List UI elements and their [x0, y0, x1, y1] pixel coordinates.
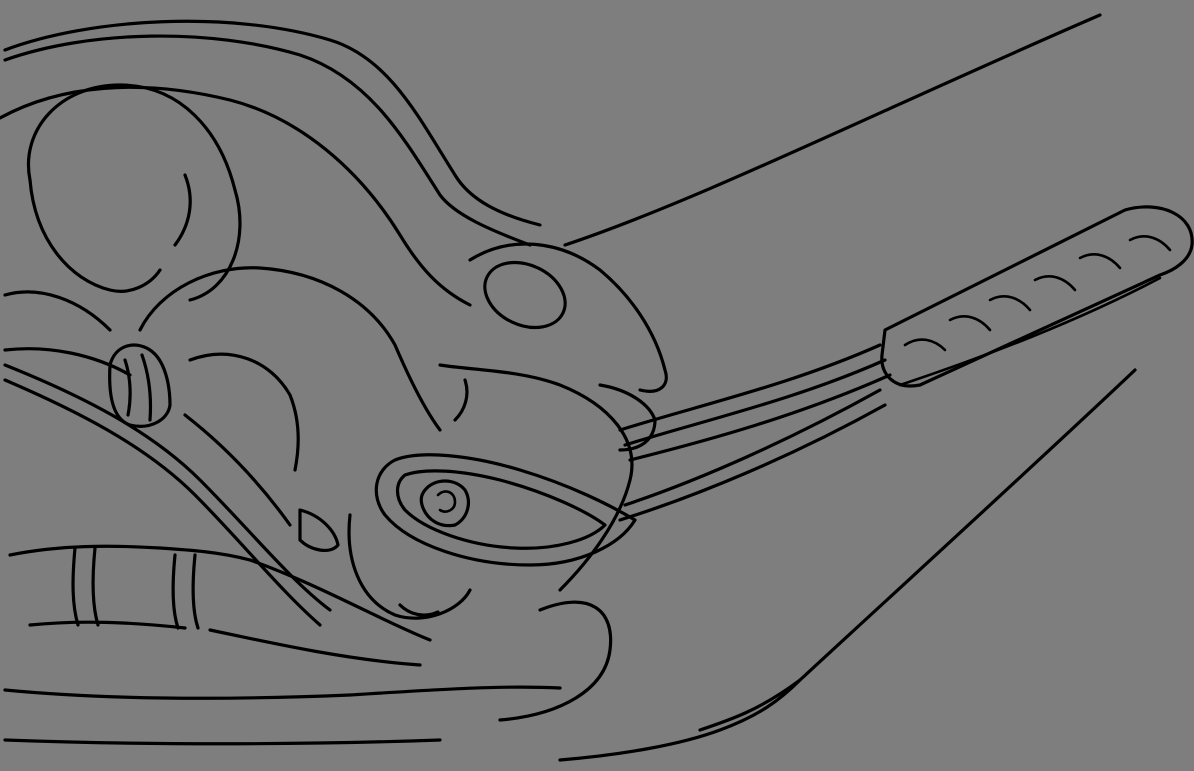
instrument-handle — [882, 207, 1192, 386]
rectum — [10, 546, 430, 665]
thigh-contour-upper — [565, 15, 1100, 245]
pelvic-wall — [470, 244, 666, 450]
instrument-shaft — [620, 345, 890, 520]
perineum — [5, 602, 800, 760]
back-contour — [0, 21, 540, 305]
fetal-head — [349, 515, 470, 618]
pubic-bone — [474, 250, 575, 340]
cervix-tissue — [110, 345, 170, 426]
thigh-contour-lower — [700, 370, 1135, 730]
uterus-mass — [140, 268, 632, 590]
intestinal-loops — [5, 85, 240, 375]
